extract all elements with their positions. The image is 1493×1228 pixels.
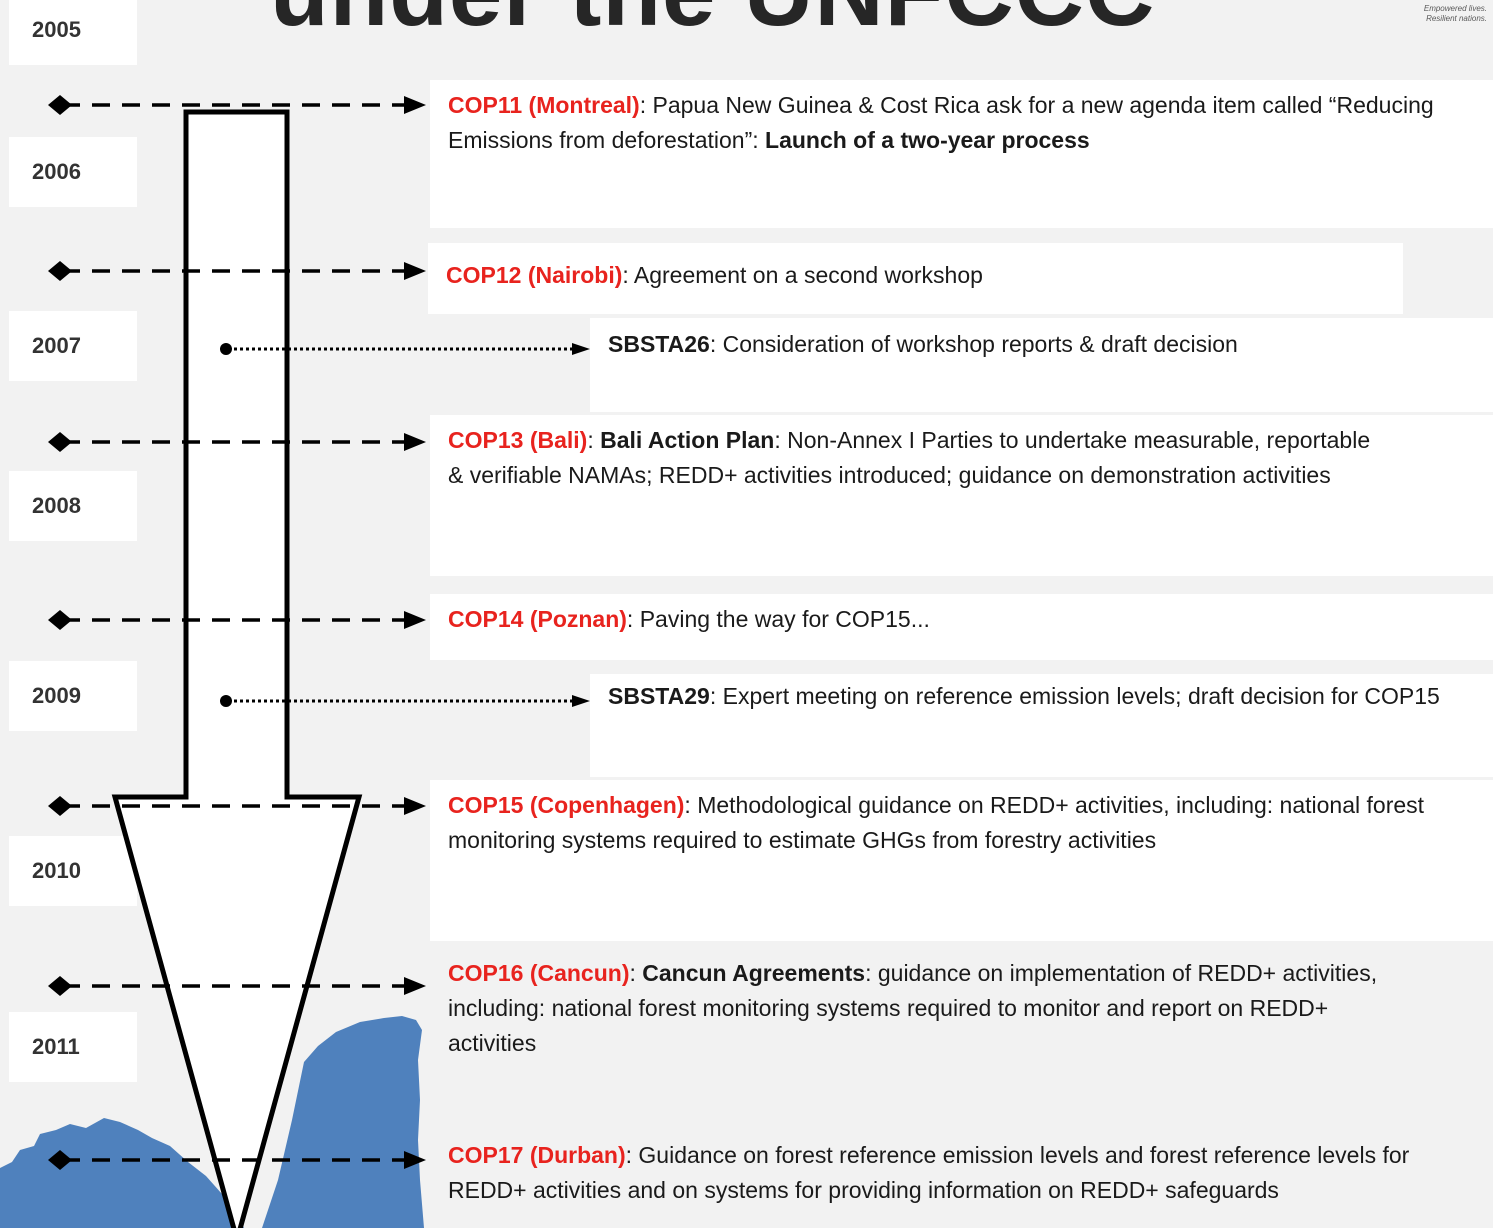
event-cop11: COP11 (Montreal): Papua New Guinea & Cos…	[430, 80, 1493, 228]
tagline-line-1: Empowered lives.	[1423, 4, 1487, 13]
event-cop13: COP13 (Bali): Bali Action Plan: Non-Anne…	[430, 415, 1493, 576]
diamond-marker	[48, 432, 72, 452]
event-highlight: Bali Action Plan	[600, 427, 775, 453]
diamond-marker	[48, 610, 72, 630]
event-cop12: COP12 (Nairobi): Agreement on a second w…	[428, 243, 1403, 314]
left-tree-shape	[0, 1118, 244, 1228]
event-label: COP17 (Durban)	[448, 1142, 626, 1168]
event-label: COP16 (Cancun)	[448, 960, 630, 986]
brand-tagline: Empowered lives. Resilient nations.	[1424, 4, 1487, 24]
diamond-marker	[48, 976, 72, 996]
diamond-marker	[48, 261, 72, 281]
year-label-2010: 2010	[9, 836, 137, 906]
diamond-marker	[48, 1150, 72, 1170]
event-text: Guidance on forest reference emission le…	[448, 1142, 1410, 1203]
arrowheads	[404, 96, 426, 1169]
timeline-down-arrow	[111, 109, 363, 1228]
event-highlight: Launch of a two-year process	[765, 127, 1090, 153]
year-label-2007: 2007	[9, 311, 137, 381]
event-highlight: Cancun Agreements	[642, 960, 866, 986]
arrowhead	[404, 262, 426, 280]
event-label: COP15 (Copenhagen)	[448, 792, 685, 818]
dot-marker	[220, 343, 232, 355]
year-label-2008: 2008	[9, 471, 137, 541]
event-label: COP13 (Bali)	[448, 427, 588, 453]
event-cop16: COP16 (Cancun): Cancun Agreements: guida…	[448, 960, 1378, 1056]
event-text: : guidance on implementation of REDD+ ac…	[448, 960, 1378, 1056]
tagline-line-2: Resilient nations.	[1426, 14, 1487, 23]
arrowhead	[404, 1151, 426, 1169]
arrowhead	[404, 96, 426, 114]
arrowhead	[404, 611, 426, 629]
right-tree-shape	[262, 1016, 424, 1228]
event-label: COP11 (Montreal)	[448, 92, 640, 118]
event-cop14: COP14 (Poznan): Paving the way for COP15…	[430, 594, 1493, 660]
arrowhead	[572, 695, 590, 707]
year-label-2006: 2006	[9, 137, 137, 207]
diamond-markers	[48, 95, 72, 1170]
slide-title: under the UNFCCC	[270, 0, 1155, 48]
event-cop15: COP15 (Copenhagen): Methodological guida…	[430, 780, 1493, 941]
year-label-2005: 2005	[9, 0, 137, 65]
event-label: COP12 (Nairobi)	[446, 262, 623, 288]
sbsta-connectors	[228, 347, 576, 703]
sbsta-markers	[220, 343, 590, 707]
event-text: Expert meeting on reference emission lev…	[722, 683, 1440, 709]
event-text: Paving the way for COP15...	[639, 606, 930, 632]
event-cop17: COP17 (Durban): Guidance on forest refer…	[448, 1142, 1410, 1203]
event-label: COP14 (Poznan)	[448, 606, 627, 632]
arrowhead	[404, 797, 426, 815]
event-text: Consideration of workshop reports & draf…	[722, 331, 1238, 357]
event-text: Papua New Guinea & Cost Rica ask for a n…	[448, 92, 1434, 153]
dot-marker	[220, 695, 232, 707]
arrowhead	[404, 433, 426, 451]
event-text: : Non-Annex I Parties to undertake measu…	[448, 427, 1371, 488]
arrowhead	[572, 343, 590, 355]
event-text: Agreement on a second workshop	[633, 262, 983, 288]
event-sbsta29: SBSTA29: Expert meeting on reference emi…	[590, 674, 1493, 777]
year-label-2011: 2011	[9, 1012, 137, 1082]
diamond-marker	[48, 95, 72, 115]
arrowhead	[404, 977, 426, 995]
diamond-marker	[48, 796, 72, 816]
event-sbsta26: SBSTA26: Consideration of workshop repor…	[590, 318, 1493, 412]
year-label-2009: 2009	[9, 661, 137, 731]
event-label: SBSTA29	[608, 683, 710, 709]
event-label: SBSTA26	[608, 331, 710, 357]
event-text: Methodological guidance on REDD+ activit…	[448, 792, 1425, 853]
